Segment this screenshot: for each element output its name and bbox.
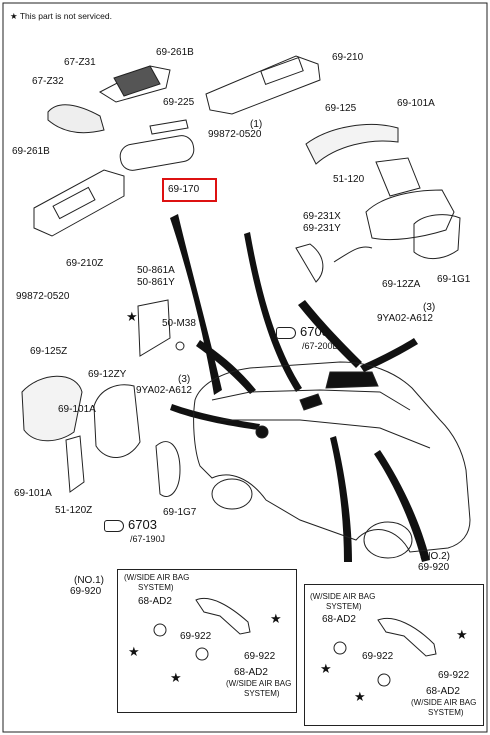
star-icon: ★ — [128, 644, 140, 659]
label-69-12zy: 69-12ZY — [88, 369, 127, 380]
label-69-231x: 69-231X — [303, 211, 341, 222]
label-69-225: 69-225 — [163, 97, 195, 108]
mirror-cover-top — [305, 124, 399, 165]
label-50-861y: 50-861Y — [137, 277, 175, 288]
box2-922-a: 69-922 — [362, 651, 394, 662]
label-69-12za: 69-12ZA — [382, 279, 421, 290]
label-51-120z: 51-120Z — [55, 505, 93, 516]
label-69-101a-left: 69-101A — [58, 404, 96, 415]
star-icon: ★ — [456, 627, 468, 642]
ref-6703-right: 6703 /67-200D — [276, 325, 339, 353]
pointing-hand-icon — [276, 326, 296, 339]
box2-922-b: 69-922 — [438, 670, 470, 681]
label-3-right: (3) — [423, 302, 436, 313]
label-69-210z: 69-210Z — [66, 258, 104, 269]
star-icon: ★ — [270, 611, 282, 626]
star-icon: ★ — [170, 670, 182, 685]
label-69-170: 69-170 — [168, 184, 200, 195]
box1-wsab4: SYSTEM) — [244, 689, 280, 698]
label-69-261b-left: 69-261B — [12, 146, 50, 157]
door-mirror-right — [295, 157, 461, 283]
box1-wsab2: SYSTEM) — [138, 583, 174, 592]
corner-garnish — [137, 299, 185, 357]
label-69-920-right: 69-920 — [418, 562, 450, 573]
label-69-1g7: 69-1G7 — [163, 507, 197, 518]
box2-ad2-bottom: 68-AD2 — [426, 686, 460, 697]
assist-handles — [153, 598, 437, 687]
box1-ad2-top: 68-AD2 — [138, 596, 172, 607]
box2-ad2-top: 68-AD2 — [322, 614, 356, 625]
label-51-120: 51-120 — [333, 174, 365, 185]
box2-wsab3: (W/SIDE AIR BAG — [411, 698, 477, 707]
box1-part: 69-920 — [70, 586, 102, 597]
label-69-125z: 69-125Z — [30, 346, 68, 357]
label-1-top: (1) — [250, 119, 263, 130]
highlight-69-170 — [162, 178, 217, 202]
label-69-101a-top: 69-101A — [397, 98, 435, 109]
overhead-trim — [47, 104, 105, 134]
assist-handle-box-no1 — [117, 569, 297, 713]
box1-wsab1: (W/SIDE AIR BAG — [124, 573, 190, 582]
pointer-arrows — [170, 214, 430, 562]
box1-no: (NO.1) — [74, 575, 104, 586]
box2-wsab1: (W/SIDE AIR BAG — [310, 592, 376, 601]
star-icon: ★ — [126, 309, 138, 324]
box2-wsab2: SYSTEM) — [326, 602, 362, 611]
star-icon: ★ — [354, 689, 366, 704]
label-69-210: 69-210 — [332, 52, 364, 63]
box1-wsab3: (W/SIDE AIR BAG — [226, 679, 292, 688]
label-99872-left: 99872-0520 — [16, 291, 70, 302]
label-69-261b-top: 69-261B — [156, 47, 194, 58]
box1-922-b: 69-922 — [244, 651, 276, 662]
box2-wsab4: SYSTEM) — [428, 708, 464, 717]
label-69-101a-bottom: 69-101A — [14, 488, 52, 499]
label-67-z32: 67-Z32 — [32, 76, 64, 87]
box1-ad2-bottom: 68-AD2 — [234, 667, 268, 678]
not-serviced-note: ★ This part is not serviced. — [10, 11, 112, 22]
label-50-m38: 50-M38 — [162, 318, 196, 329]
mirror-cover-left — [21, 375, 83, 442]
star-icon: ★ — [320, 661, 332, 676]
rearview-mirror — [119, 119, 195, 171]
sun-visor-left — [33, 169, 125, 237]
label-69-125: 69-125 — [325, 103, 357, 114]
door-mirror-left — [65, 384, 181, 497]
label-no2: (NO.2) — [420, 551, 450, 562]
pointing-hand-icon — [104, 519, 124, 532]
label-99872-top: 99872-0520 — [208, 129, 262, 140]
box1-922-a: 69-922 — [180, 631, 212, 642]
label-69-231y: 69-231Y — [303, 223, 341, 234]
label-50-861a: 50-861A — [137, 265, 175, 276]
assist-handle-box-no2 — [304, 584, 484, 726]
label-69-1g1: 69-1G1 — [437, 274, 471, 285]
car-body — [193, 361, 471, 559]
label-9ya02-left: 9YA02-A612 — [136, 385, 192, 396]
label-3-left: (3) — [178, 374, 191, 385]
label-9ya02-right: 9YA02-A612 — [377, 313, 433, 324]
ref-6703-left: 6703 /67-190J — [104, 518, 165, 546]
note-text: This part is not serviced. — [19, 11, 112, 21]
star-icon: ★ — [10, 11, 18, 21]
sun-visor-top — [98, 55, 321, 115]
label-67-z31: 67-Z31 — [64, 57, 96, 68]
